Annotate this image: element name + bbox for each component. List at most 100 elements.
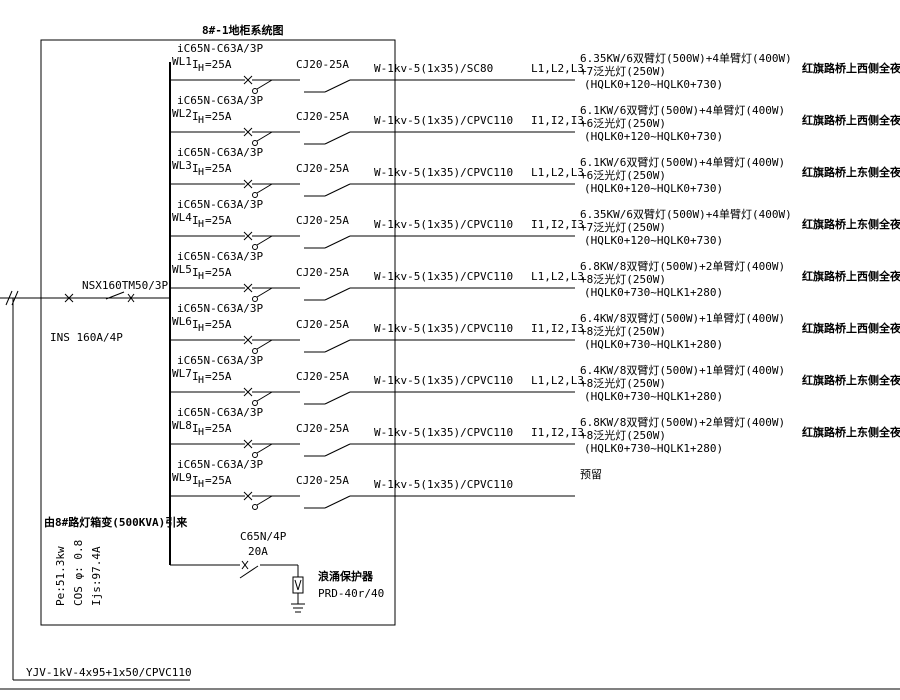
phase-label: L1,L2,L3: [531, 270, 584, 283]
cable-spec: W-1kv-5(1x35)/CPVC110: [374, 166, 513, 179]
rated-current-value: =25A: [205, 318, 232, 331]
breaker-blade: [256, 339, 273, 350]
load-description: 6.1KW/6双臂灯(500W)+4单臂灯(400W): [580, 104, 785, 117]
load-description: (HQLK0+730~HQLK1+280): [584, 390, 723, 403]
load-description: 6.4KW/8双臂灯(500W)+1单臂灯(400W): [580, 364, 785, 377]
phase-label: L1,L2,L3: [531, 374, 584, 387]
cable-spec: W-1kv-5(1x35)/CPVC110: [374, 374, 513, 387]
rated-current-value: =25A: [205, 214, 232, 227]
cable-spec: W-1kv-5(1x35)/CPVC110: [374, 478, 513, 491]
source-label: 由8#路灯箱变(500KVA)引来: [44, 515, 188, 529]
phase-label: I1,I2,I3: [531, 426, 584, 439]
circuit-id: WL3: [172, 159, 192, 172]
breaker-blade: [256, 79, 273, 90]
phase-label: L1,L2,L3: [531, 166, 584, 179]
contactor-model: CJ20-25A: [296, 318, 349, 331]
circuit-id: WL5: [172, 263, 192, 276]
breaker-blade: [256, 443, 273, 454]
load-description: +7泛光灯(250W): [580, 220, 666, 234]
surge-breaker-blade: [239, 565, 259, 579]
main-breaker-blade: [105, 291, 125, 300]
breaker-contact: [252, 296, 258, 302]
load-description: (HQLK0+120~HQLK0+730): [584, 78, 723, 91]
load-description: (HQLK0+730~HQLK1+280): [584, 338, 723, 351]
cabinet-frame: [40, 39, 396, 626]
breaker-contact: [252, 400, 258, 406]
circuit-id: WL6: [172, 315, 192, 328]
phase-label: I1,I2,I3: [531, 114, 584, 127]
surge-arrow-b: [297, 579, 302, 591]
pe-label: Pe:51.3kw: [54, 546, 67, 606]
rated-current-subscript: H: [198, 479, 204, 490]
main-breaker-label: NSX160TM50/3P: [82, 279, 168, 292]
rated-current-value: =25A: [205, 370, 232, 383]
incoming-break-mark-1: [5, 290, 13, 306]
breaker-model: iC65N-C63A/3P: [177, 42, 263, 55]
load-description: 6.8KW/8双臂灯(500W)+2单臂灯(400W): [580, 416, 785, 429]
breaker-mark-b: [243, 335, 253, 345]
cos-label: COS φ: 0.8: [72, 540, 85, 606]
circuit-id: WL7: [172, 367, 192, 380]
rated-current-value: =25A: [205, 58, 232, 71]
rated-current-symbol: I: [192, 318, 199, 331]
surge-protector-branch: C65N/4P 20A 浪涌保护器 PRD-40r/40: [170, 530, 384, 613]
breaker-model: iC65N-C63A/3P: [177, 354, 263, 367]
contactor-model: CJ20-25A: [296, 214, 349, 227]
contactor-blade: [324, 287, 351, 301]
cable-spec: W-1kv-5(1x35)/CPVC110: [374, 426, 513, 439]
rated-current-subscript: H: [198, 271, 204, 282]
cable-spec: W-1kv-5(1x35)/CPVC110: [374, 114, 513, 127]
breaker-mark-b: [243, 127, 253, 137]
breaker-blade: [256, 183, 273, 194]
breaker-model: iC65N-C63A/3P: [177, 94, 263, 107]
rated-current-subscript: H: [198, 115, 204, 126]
rated-current-subscript: H: [198, 375, 204, 386]
breaker-model: iC65N-C63A/3P: [177, 250, 263, 263]
surge-breaker-mark-b: [241, 560, 249, 570]
location-label: 红旗路桥上西侧全夜式: [802, 113, 900, 127]
contactor-model: CJ20-25A: [296, 370, 349, 383]
contactor-model: CJ20-25A: [296, 58, 349, 71]
rated-current-subscript: H: [198, 167, 204, 178]
breaker-model: iC65N-C63A/3P: [177, 406, 263, 419]
isolator-mark-b: [64, 293, 74, 303]
cable-spec: W-1kv-5(1x35)/CPVC110: [374, 218, 513, 231]
cable-spec: W-1kv-5(1x35)/CPVC110: [374, 270, 513, 283]
ijs-label: Ijs:97.4A: [90, 546, 103, 606]
rated-current-subscript: H: [198, 63, 204, 74]
breaker-contact: [252, 192, 258, 198]
breaker-mark-b: [243, 179, 253, 189]
load-description: +6泛光灯(250W): [580, 168, 666, 182]
contactor-model: CJ20-25A: [296, 474, 349, 487]
diagram-title: 8#-1地柜系统图: [202, 23, 284, 37]
isolator-label: INS 160A/4P: [50, 331, 123, 344]
rated-current-symbol: I: [192, 110, 199, 123]
load-description: 6.8KW/8双臂灯(500W)+2单臂灯(400W): [580, 260, 785, 273]
main-breaker-mark-b: [127, 293, 135, 303]
load-description: (HQLK0+120~HQLK0+730): [584, 182, 723, 195]
breaker-mark-b: [243, 283, 253, 293]
rated-current-value: =25A: [205, 266, 232, 279]
circuit-id: WL2: [172, 107, 192, 120]
load-description: (HQLK0+730~HQLK1+280): [584, 442, 723, 455]
location-label: 红旗路桥上东侧全夜式: [802, 373, 900, 387]
load-description: 6.4KW/8双臂灯(500W)+1单臂灯(400W): [580, 312, 785, 325]
breaker-model: iC65N-C63A/3P: [177, 198, 263, 211]
contactor-blade: [324, 131, 351, 145]
contactor-model: CJ20-25A: [296, 110, 349, 123]
rated-current-value: =25A: [205, 422, 232, 435]
breaker-model: iC65N-C63A/3P: [177, 146, 263, 159]
contactor-blade: [324, 79, 351, 93]
rated-current-subscript: H: [198, 219, 204, 230]
breaker-blade: [256, 235, 273, 246]
circuit-id: WL8: [172, 419, 192, 432]
breaker-blade: [256, 495, 273, 506]
location-label: 红旗路桥上西侧全夜式: [802, 61, 900, 75]
load-description: +8泛光灯(250W): [580, 428, 666, 442]
rated-current-subscript: H: [198, 323, 204, 334]
location-label: 红旗路桥上东侧全夜式: [802, 425, 900, 439]
breaker-contact: [252, 348, 258, 354]
contactor-blade: [324, 235, 351, 249]
breaker-contact: [252, 88, 258, 94]
